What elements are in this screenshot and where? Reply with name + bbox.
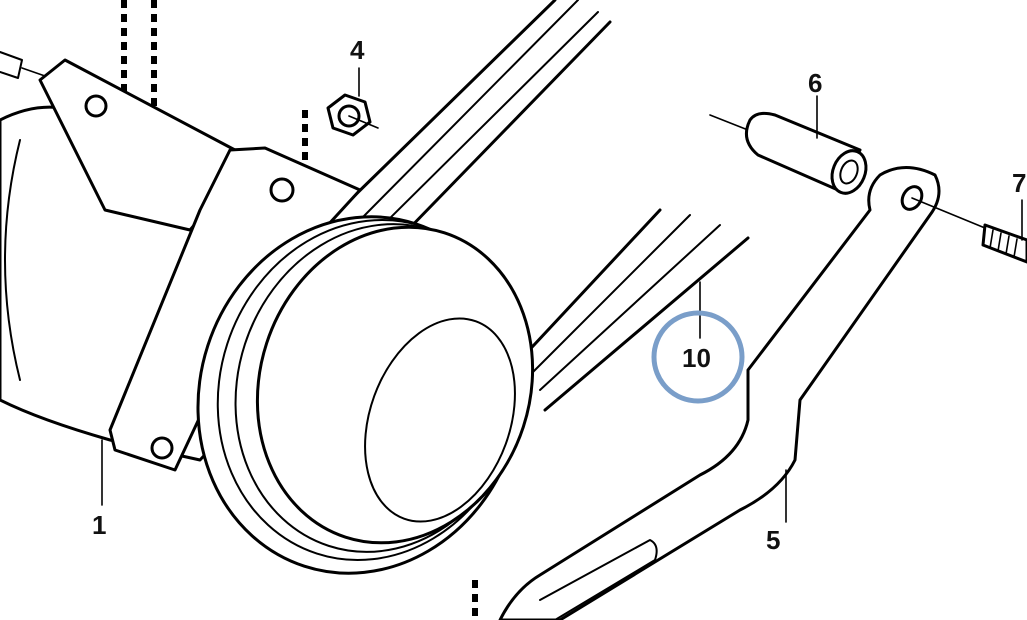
callout-5: 5 — [766, 525, 781, 555]
bolt — [911, 197, 1027, 264]
pulley — [196, 215, 535, 575]
leader-lines — [101, 67, 1023, 523]
spacer-sleeve — [709, 111, 868, 195]
nut — [326, 93, 379, 137]
callout-10: 10 — [682, 343, 711, 373]
callout-6: 6 — [808, 68, 823, 98]
callout-4: 4 — [350, 35, 365, 65]
drive-belt — [343, 0, 750, 412]
callout-1: 1 — [92, 510, 107, 540]
callout-7: 7 — [1012, 168, 1027, 198]
highlight-circle — [651, 310, 745, 404]
